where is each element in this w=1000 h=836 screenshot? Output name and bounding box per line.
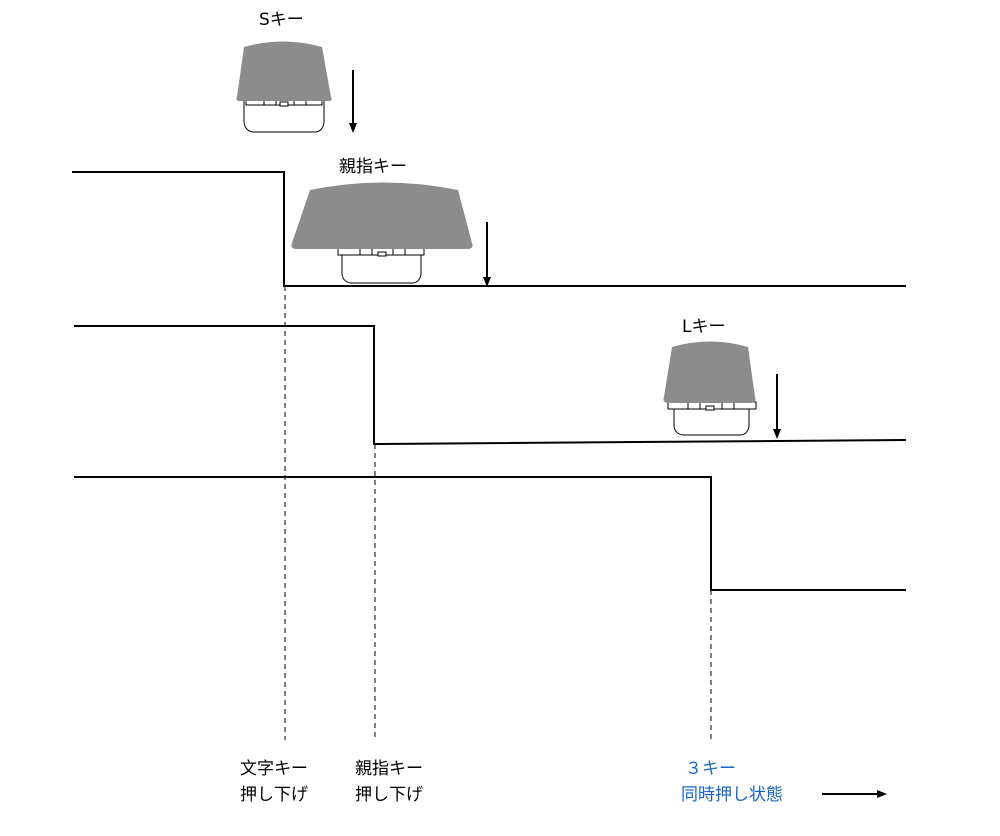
thumb-key-label: 親指キー	[339, 157, 407, 177]
thumb-key-signal-trace	[74, 325, 907, 446]
thumb-key-press-label: 親指キー 押し下げ	[355, 756, 423, 808]
thumb-key-press-line2: 押し下げ	[355, 785, 423, 805]
three-key-simultaneous-line2: 同時押し状態	[681, 785, 783, 805]
thumb-key-keycap-icon	[291, 182, 473, 284]
three-key-simultaneous-line1: ３キー	[685, 759, 736, 779]
l-key-signal-trace	[74, 476, 906, 591]
three-key-simultaneous-label: ３キー 同時押し状態	[681, 756, 783, 808]
s-key-label: Sキー	[259, 10, 304, 30]
l-key-label: Lキー	[682, 317, 726, 337]
s-key-keycap-icon	[236, 41, 332, 133]
l-key-keycap-icon	[663, 341, 757, 436]
s-key-signal-trace	[72, 171, 906, 287]
char-key-press-line2: 押し下げ	[240, 785, 308, 805]
char-key-press-label: 文字キー 押し下げ	[240, 756, 308, 808]
char-key-press-line1: 文字キー	[240, 759, 308, 779]
thumb-key-press-line1: 親指キー	[355, 759, 423, 779]
